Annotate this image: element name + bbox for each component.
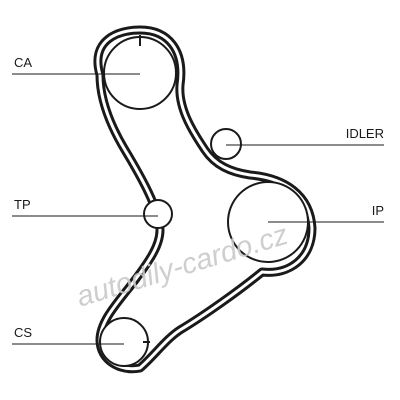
idler-label: IDLER <box>346 126 384 141</box>
ca-pulley <box>103 36 177 110</box>
watermark-text: autodily-cardo.cz <box>73 219 292 314</box>
tp-label: TP <box>14 197 31 212</box>
timing-belt-inner <box>96 28 314 371</box>
cs-label: CS <box>14 325 32 340</box>
ca-label: CA <box>14 55 32 70</box>
idler-pulley <box>210 128 242 160</box>
cs-pulley <box>99 317 149 367</box>
tp-pulley <box>143 199 173 229</box>
ip-label: IP <box>372 203 384 218</box>
